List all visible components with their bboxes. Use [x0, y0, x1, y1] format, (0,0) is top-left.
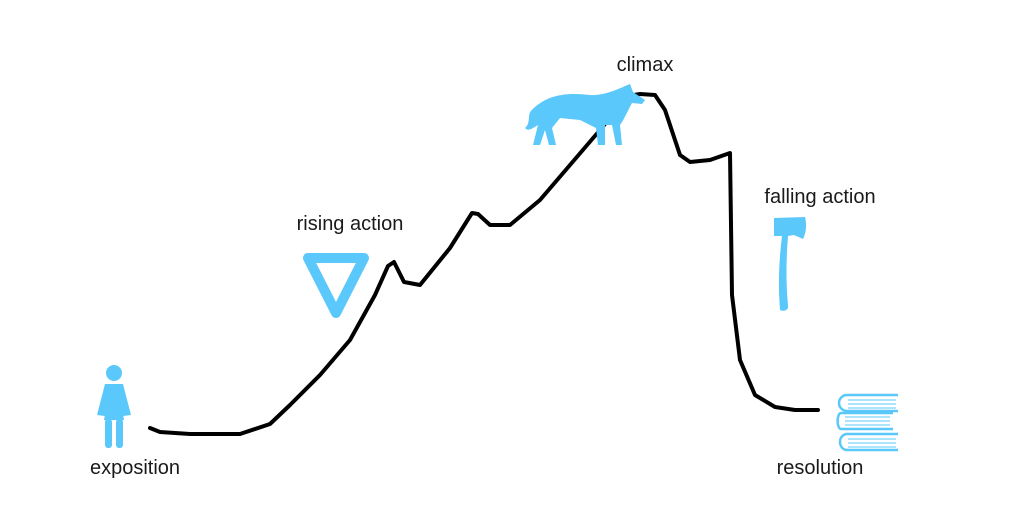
rising-action-label: rising action: [296, 213, 404, 235]
woman-icon: [97, 365, 131, 448]
plot-curve: [148, 92, 820, 436]
falling-action-label: falling action: [764, 186, 876, 208]
books-icon: [836, 393, 898, 452]
yield-triangle-icon: [303, 253, 369, 318]
axe-icon: [774, 217, 807, 311]
resolution-label: resolution: [776, 457, 864, 479]
exposition-label: exposition: [89, 457, 181, 479]
climax-label: climax: [616, 54, 674, 76]
wolf-icon: [525, 84, 645, 145]
